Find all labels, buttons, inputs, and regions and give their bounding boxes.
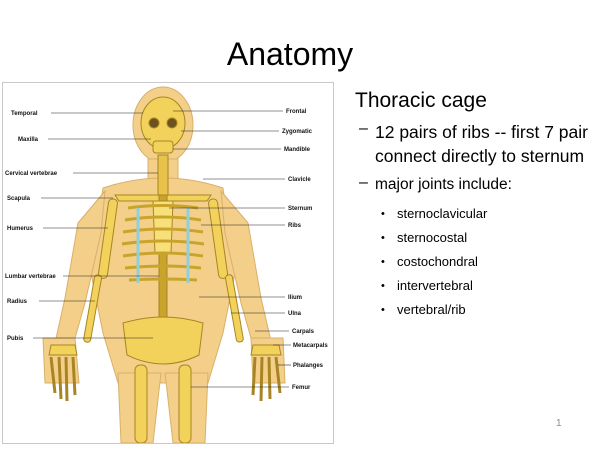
joint-label: sternoclavicular [397,206,488,221]
joints-list: • sternoclavicular • sternocostal • costoch… [355,202,595,322]
page-number: 1 [556,418,562,429]
label-sternum: Sternum [288,206,312,212]
joint-item: • vertebral/rib [355,298,595,322]
list-item-text: 12 pairs of ribs -- first 7 pair connect… [375,122,588,166]
label-carpals: Carpals [292,329,315,335]
slide-content: Thoracic cage – 12 pairs of ribs -- firs… [355,88,595,322]
label-metacarpals: Metacarpals [293,343,328,349]
bullet-marker: • [381,256,385,268]
joint-label: sternocostal [397,230,468,245]
bullet-marker: • [381,232,385,244]
dash-marker: – [359,174,368,191]
label-ulna: Ulna [288,311,302,317]
label-ribs: Ribs [288,223,302,229]
label-ilium: Ilium [288,295,302,301]
joint-item: • intervertebral [355,274,595,298]
label-pubis: Pubis [7,336,24,342]
skeleton-bones [48,96,282,443]
joint-item: • sternocostal [355,226,595,250]
label-femur: Femur [292,385,311,391]
dash-marker: – [359,120,368,137]
joint-item: • costochondral [355,250,595,274]
label-zygomatic: Zygomatic [282,129,313,135]
joint-label: intervertebral [397,278,473,293]
bullet-marker: • [381,208,385,220]
content-heading: Thoracic cage [355,89,487,112]
label-frontal: Frontal [286,109,307,115]
bullet-marker: • [381,280,385,292]
list-item-ribs: – 12 pairs of ribs -- first 7 pair conne… [355,120,595,168]
label-humerus: Humerus [7,226,34,232]
joint-item: • sternoclavicular [355,202,595,226]
label-clavicle: Clavicle [288,177,311,183]
list-item-joints: – major joints include: [355,174,595,196]
skeleton-figure: Temporal Maxilla Cervical vertebrae Scap… [2,82,334,444]
list-item-text: major joints include: [375,176,512,193]
label-temporal: Temporal [11,111,38,117]
label-cervical-vertebrae: Cervical vertebrae [5,171,58,177]
bullet-marker: • [381,304,385,316]
label-mandible: Mandible [284,147,311,153]
joint-label: vertebral/rib [397,302,466,317]
label-maxilla: Maxilla [18,137,39,143]
slide-title: Anatomy [226,36,354,72]
skeleton-illustration: Temporal Maxilla Cervical vertebrae Scap… [5,86,328,443]
label-lumbar-vertebrae: Lumbar vertebrae [5,274,56,280]
joint-label: costochondral [397,254,478,269]
figure-labels: Temporal Maxilla Cervical vertebrae Scap… [5,109,328,391]
label-phalanges: Phalanges [293,363,324,369]
label-radius: Radius [7,299,28,305]
label-scapula: Scapula [7,196,31,202]
